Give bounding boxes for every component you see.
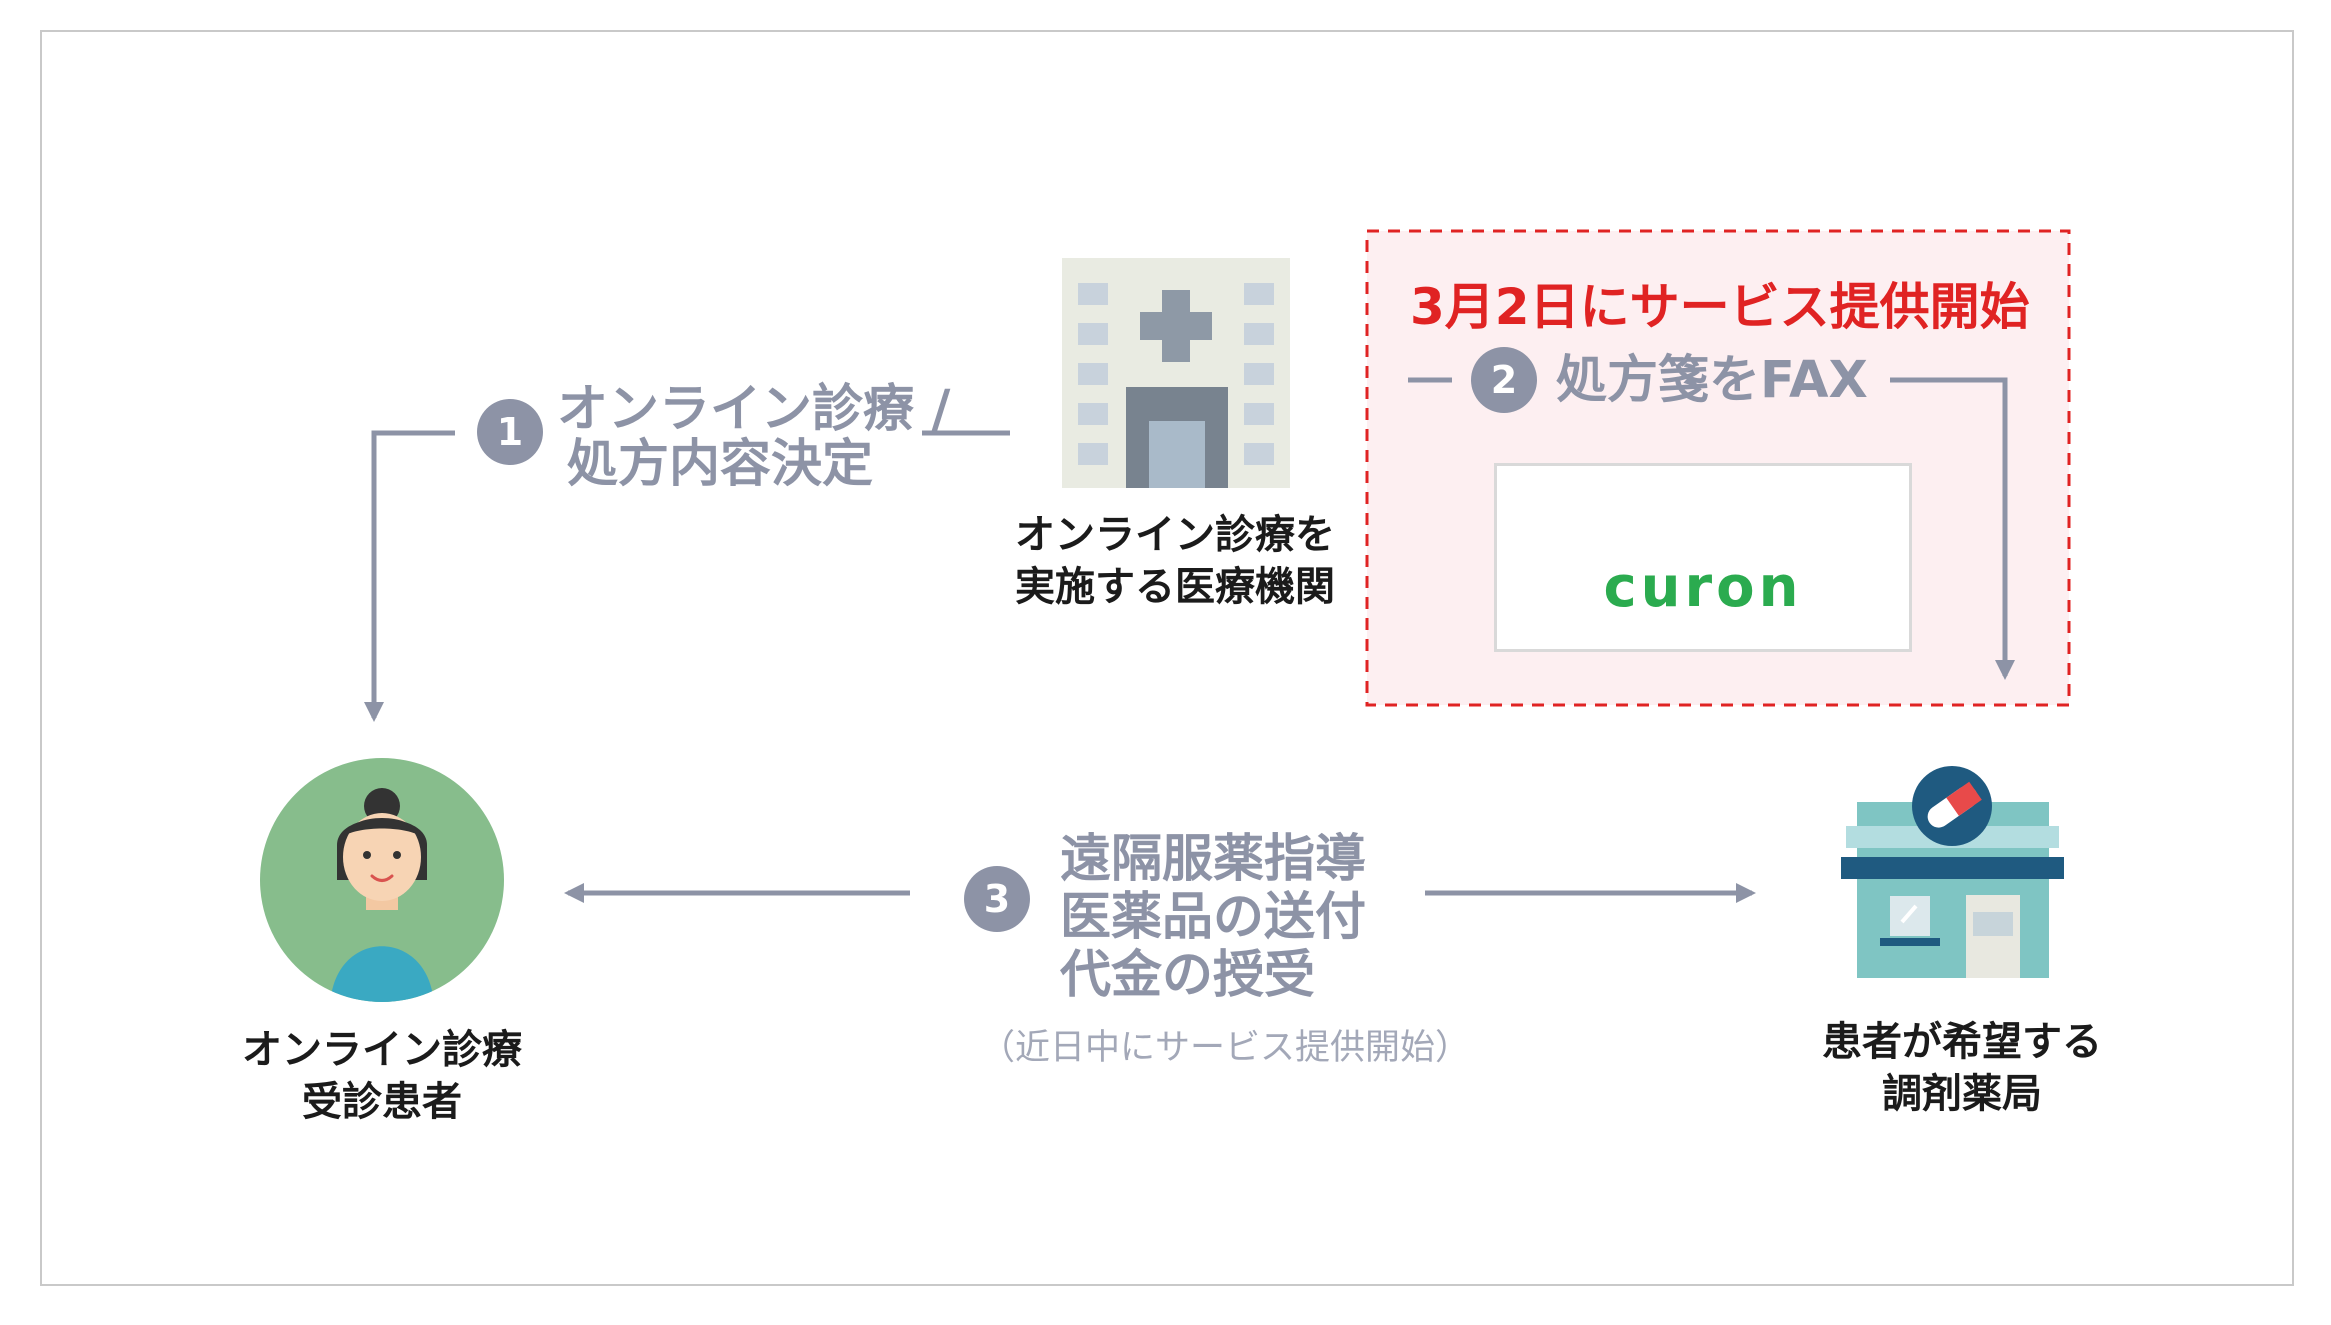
step2-number-badge: 2 [1471,347,1537,413]
curon-logo-text: curon [1603,555,1803,620]
pharmacy-label-line1: 患者が希望する [1822,1019,2102,1065]
hospital-label: オンライン診療を 実施する医療機関 [1010,509,1340,613]
step2-connector [1408,377,2015,680]
step3-note: （近日中にサービス提供開始） [980,1028,1471,1068]
step3-line2: 医薬品の送付 [1060,888,1367,947]
curon-logo-box: curon [1494,463,1912,652]
hospital-label-line1: オンライン診療を [1015,512,1335,558]
patient-label: オンライン診療 受診患者 [212,1024,552,1128]
step3-line3: 代金の授受 [1060,946,1316,1005]
step1-line1: オンライン診療 / [557,380,951,439]
pharmacy-store-icon [1841,766,2064,978]
step2-line1: 処方箋をFAX [1556,351,1868,410]
step1-number-badge: 1 [477,399,543,465]
hospital-label-line2: 実施する医療機関 [1015,564,1335,610]
step3-number-badge: 3 [964,866,1030,932]
hospital-building-icon [1062,258,1290,488]
highlight-title: 3月2日にサービス提供開始 [1410,278,2030,336]
step3-line1: 遠隔服薬指導 [1060,830,1367,889]
patient-label-line2: 受診患者 [302,1079,462,1125]
pharmacy-label: 患者が希望する 調剤薬局 [1792,1016,2132,1120]
step1-line2: 処方内容決定 [567,435,874,494]
patient-label-line1: オンライン診療 [242,1027,522,1073]
step1-connector [364,430,1010,722]
diagram-frame [40,30,2294,1286]
patient-avatar-icon [260,758,504,1002]
pharmacy-label-line2: 調剤薬局 [1882,1071,2042,1117]
